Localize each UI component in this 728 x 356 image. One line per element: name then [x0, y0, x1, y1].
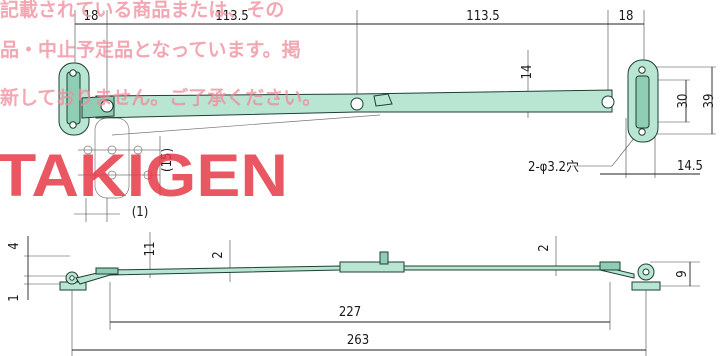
dim-folded-gap: (1)	[132, 205, 149, 220]
dim-plate-2-right: 2	[537, 244, 552, 251]
dim-thickness-left: 1	[7, 294, 22, 301]
stopper-tab	[379, 251, 389, 265]
dim-offset-11: 11	[143, 242, 158, 257]
stay-arm	[81, 89, 615, 119]
watermark-line-3: 新しておりません。ご了承ください。	[0, 86, 321, 109]
side-profile	[59, 251, 661, 291]
dim-arm-width: 14	[520, 65, 535, 80]
side-view: 4 1 11 2 2 9	[7, 232, 700, 356]
dim-inner-length: 227	[339, 305, 361, 320]
watermark-line-2: 品・中止予定品となっています。掲	[0, 38, 301, 61]
stopper-tab	[373, 93, 393, 107]
watermark: 記載されている商品または、その 品・中止予定品となっています。掲 新しておりませ…	[0, 0, 321, 209]
dim-bracket-outer: 39	[702, 94, 717, 109]
dim-right-end: 18	[619, 9, 634, 24]
top-view: 18 113.5 113.5 18 14 30 39 14.5 2-φ3.2穴	[58, 9, 717, 222]
dim-left-span: 113.5	[215, 9, 248, 24]
dim-left-end: 18	[84, 9, 99, 24]
dim-right-span: 113.5	[466, 9, 499, 24]
dim-height-right: 9	[675, 270, 690, 277]
dim-holes: 2-φ3.2穴	[528, 160, 579, 175]
dim-overall-length: 263	[347, 333, 369, 348]
brand-watermark: TAKIGEN	[0, 142, 288, 209]
dim-bracket-inner: 30	[676, 94, 691, 109]
dim-plate-2-left: 2	[211, 251, 226, 258]
dim-height-left: 4	[7, 242, 22, 249]
dim-bracket-depth: 14.5	[677, 159, 703, 174]
watermark-line-1: 記載されている商品または、その	[0, 0, 284, 21]
right-bracket	[627, 59, 659, 143]
dim-folded-offset: (15)	[160, 148, 175, 172]
